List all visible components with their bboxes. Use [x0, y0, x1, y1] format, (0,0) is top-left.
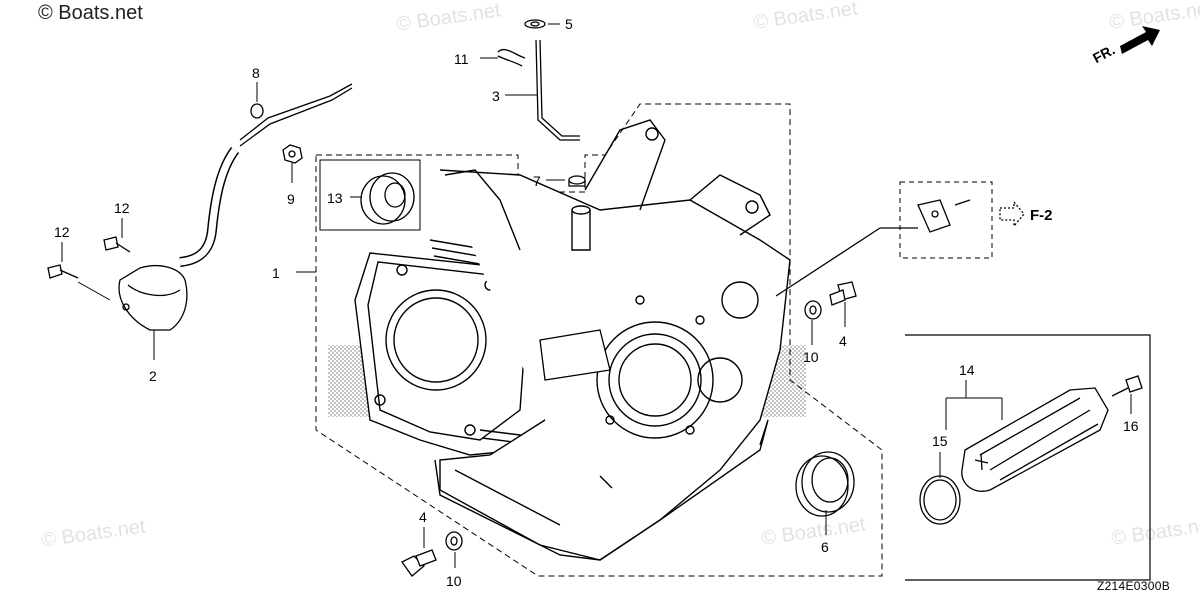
callout-12: 12 — [54, 224, 70, 240]
callout-4: 4 — [839, 333, 847, 349]
callout-6: 6 — [821, 539, 829, 555]
washer — [445, 531, 463, 551]
bolt — [103, 236, 131, 253]
callout-16: 16 — [1123, 418, 1139, 434]
bolt — [829, 281, 857, 306]
callout-14: 14 — [959, 362, 975, 378]
nut — [282, 144, 303, 164]
washer — [250, 103, 264, 119]
o-ring — [919, 475, 961, 525]
oil-switch — [118, 83, 353, 331]
callout-12: 12 — [114, 200, 130, 216]
callout-13: 13 — [327, 190, 343, 206]
callout-8: 8 — [252, 65, 260, 81]
bearing-box — [319, 159, 421, 231]
washer — [804, 300, 822, 320]
nut — [568, 175, 586, 187]
callout-11: 11 — [454, 51, 469, 67]
filler-cap-box — [905, 334, 1151, 581]
callout-4: 4 — [419, 509, 427, 525]
callout-3: 3 — [492, 88, 500, 104]
clip-detail-box — [899, 181, 993, 259]
bolt — [1111, 375, 1143, 397]
copyright-watermark: © Boats.net — [38, 2, 143, 24]
callout-10: 10 — [446, 573, 462, 589]
callout-5: 5 — [565, 16, 573, 32]
callout-9: 9 — [287, 191, 295, 207]
washer — [524, 19, 546, 29]
callout-2: 2 — [149, 368, 157, 384]
callout-10: 10 — [803, 349, 819, 365]
front-arrow — [1120, 26, 1160, 54]
cylinder-block — [354, 119, 791, 561]
diagram-code: Z214E0300B — [1096, 579, 1170, 593]
bearing — [360, 172, 415, 225]
ref-f2-label: F-2 — [1030, 207, 1053, 224]
bolt — [47, 264, 79, 279]
callout-15: 15 — [932, 433, 948, 449]
oil-seal — [795, 451, 855, 517]
oil-filler-cap — [961, 387, 1109, 492]
callout-7: 7 — [533, 173, 541, 189]
callout-1: 1 — [272, 265, 280, 281]
bolt — [401, 549, 437, 577]
breather-tube — [497, 39, 580, 141]
